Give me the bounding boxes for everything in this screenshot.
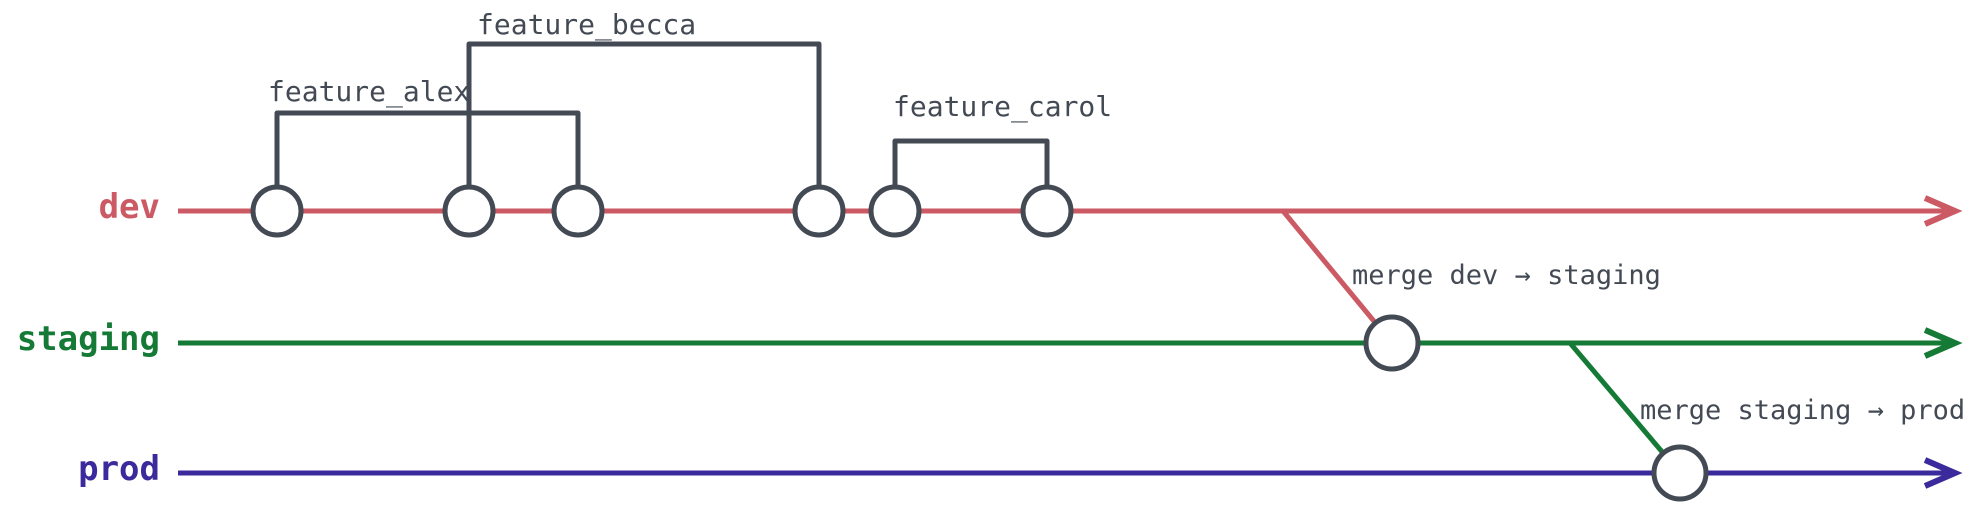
commit-node-m2[interactable] bbox=[1651, 444, 1709, 502]
arrowhead-staging-arrow bbox=[1923, 327, 1963, 359]
merge-label-merge-staging-prod: merge staging → prod bbox=[1640, 395, 1966, 426]
commit-node-c4[interactable] bbox=[792, 184, 846, 238]
commit-node-c2[interactable] bbox=[442, 184, 496, 238]
commit-node-m1[interactable] bbox=[1363, 314, 1421, 372]
commit-node-c6[interactable] bbox=[1020, 184, 1074, 238]
feature-bracket-feature_alex bbox=[274, 110, 581, 189]
arrowhead-dev-arrow bbox=[1923, 195, 1963, 227]
arrowheads-group bbox=[1923, 195, 1963, 489]
feature-label-feature_carol: feature_carol bbox=[893, 90, 1113, 123]
commit-node-c1[interactable] bbox=[250, 184, 304, 238]
branch-label-staging: staging bbox=[16, 319, 160, 359]
arrowhead-prod-arrow bbox=[1923, 457, 1963, 489]
branch-label-prod: prod bbox=[78, 449, 160, 489]
feature-label-feature_alex: feature_alex bbox=[268, 75, 471, 108]
commit-node-c3[interactable] bbox=[551, 184, 605, 238]
feature-bracket-feature_carol bbox=[892, 138, 1050, 189]
merge-label-merge-dev-staging: merge dev → staging bbox=[1352, 260, 1661, 291]
branch-label-dev: dev bbox=[98, 187, 160, 227]
branch-lines-group bbox=[178, 208, 1955, 476]
merge-edge-merge-dev-staging bbox=[1281, 209, 1394, 345]
feature-brackets-group bbox=[274, 41, 1050, 189]
feature-bracket-feature_becca bbox=[466, 41, 822, 189]
feature-label-feature_becca: feature_becca bbox=[477, 8, 697, 41]
commit-nodes-group bbox=[250, 184, 1709, 502]
commit-node-c5[interactable] bbox=[868, 184, 922, 238]
